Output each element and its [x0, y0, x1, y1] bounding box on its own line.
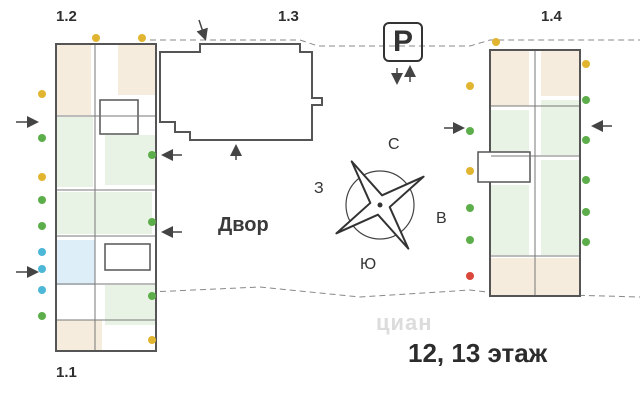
badge: [582, 208, 590, 216]
badge: [466, 167, 474, 175]
badge: [582, 136, 590, 144]
building-1-4: [477, 49, 581, 297]
watermark: циан: [376, 310, 433, 335]
courtyard-label: Двор: [218, 214, 269, 236]
badge: [138, 34, 146, 42]
badge: [38, 173, 46, 181]
compass-west: З: [314, 180, 324, 197]
compass-east: В: [436, 210, 447, 227]
floor-label: 12, 13 этаж: [408, 338, 548, 368]
compass-south: Ю: [360, 256, 377, 273]
parking-icon: P: [383, 22, 423, 62]
badge: [38, 265, 46, 273]
badge: [466, 236, 474, 244]
building-1-1-2: [55, 43, 157, 352]
badge: [582, 176, 590, 184]
apartment-badges: [38, 34, 590, 344]
compass-north: С: [388, 136, 400, 153]
entrance-arrow-icon: [16, 19, 612, 278]
badge: [148, 336, 156, 344]
compass-rose-icon: [335, 160, 425, 250]
badge: [38, 134, 46, 142]
building-1-3: [159, 43, 323, 141]
badge: [582, 96, 590, 104]
badge: [38, 196, 46, 204]
badge: [38, 222, 46, 230]
badge: [38, 312, 46, 320]
badge: [148, 292, 156, 300]
building-label-1-4: 1.4: [541, 8, 562, 25]
building-label-1-1: 1.1: [56, 364, 77, 381]
badge: [466, 127, 474, 135]
badge: [492, 38, 500, 46]
badge: [148, 218, 156, 226]
badge: [38, 90, 46, 98]
building-label-1-3: 1.3: [278, 8, 299, 25]
badge: [38, 248, 46, 256]
badge: [582, 238, 590, 246]
badge: [466, 204, 474, 212]
badge: [466, 82, 474, 90]
badge: [466, 272, 474, 280]
building-label-1-2: 1.2: [56, 8, 77, 25]
badge: [92, 34, 100, 42]
badge: [582, 60, 590, 68]
badge: [38, 286, 46, 294]
badge: [148, 151, 156, 159]
